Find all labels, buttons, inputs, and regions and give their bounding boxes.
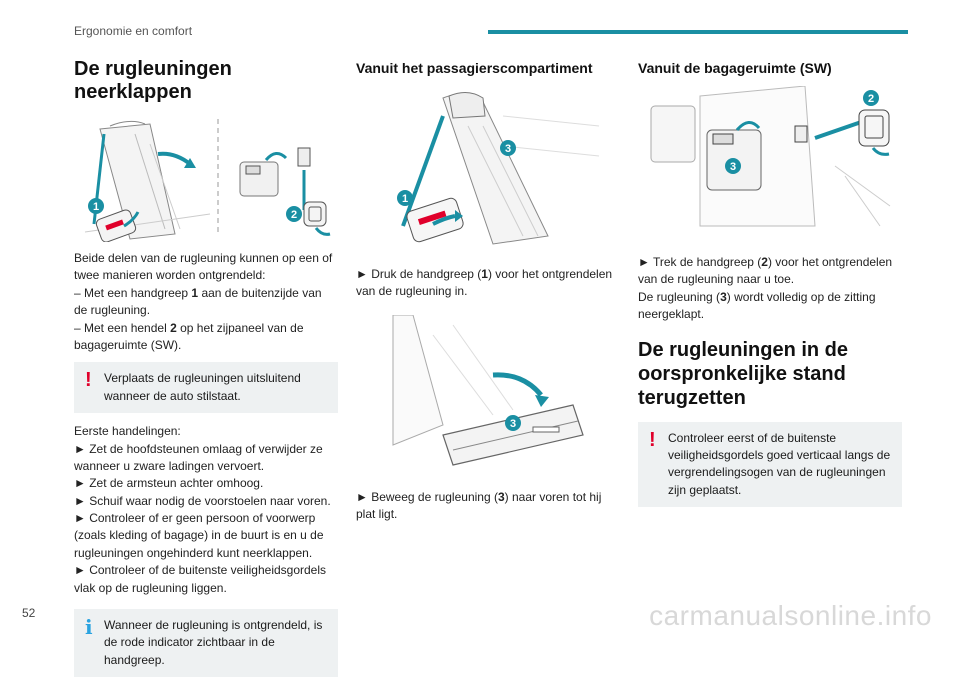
- info-icon: i: [85, 615, 93, 640]
- svg-text:3: 3: [505, 143, 511, 155]
- step-result: De rugleuning (3) wordt volledig op de z…: [638, 289, 876, 322]
- section-title-restore: De rugleuningen in de oorspronkelijke st…: [638, 338, 849, 409]
- section-title: Vanuit het passagierscompartiment: [356, 60, 593, 76]
- step-item: ► Zet de armsteun achter omhoog.: [74, 476, 264, 491]
- lever-detail-inset: [303, 201, 331, 236]
- step-item: ► Zet de hoofdsteunen omlaag of verwijde…: [74, 441, 323, 473]
- step-item: ► Controleer of er geen persoon of voorw…: [74, 511, 324, 560]
- svg-text:1: 1: [93, 201, 99, 213]
- illustration-boot-lever: 2 3: [650, 86, 891, 227]
- column-from-boot: Vanuit de bagageruimte (SW) 2 3 ► Trek d…: [638, 58, 902, 517]
- intro-paragraph: Beide delen van de rugleuning kunnen op …: [74, 251, 333, 352]
- callout-badge-2: 2: [863, 90, 879, 106]
- illustration-fold-seat: 3: [392, 314, 584, 466]
- svg-text:2: 2: [291, 209, 297, 221]
- callout-badge-3: 3: [725, 158, 741, 174]
- callout-badge-2: 2: [286, 206, 302, 222]
- warning-note: ! Controleer eerst of de buitenste veili…: [638, 421, 902, 508]
- step-press-handle: ► Druk de handgreep (1) voor het ontgren…: [356, 267, 613, 299]
- callout-badge-3: 3: [505, 414, 521, 431]
- warning-icon: !: [649, 428, 656, 451]
- illustration-press-handle: 3 1: [397, 92, 600, 245]
- callout-badge-1: 1: [88, 198, 104, 214]
- svg-text:2: 2: [868, 93, 874, 105]
- step-fold-seat: ► Beweeg de rugleuning (3) naar voren to…: [356, 489, 602, 522]
- lever-detail-inset: [858, 109, 890, 156]
- svg-text:3: 3: [510, 418, 516, 430]
- handle-detail-inset: [406, 197, 464, 243]
- header-accent-bar: [488, 30, 908, 34]
- callout-badge-1: 1: [397, 190, 413, 206]
- handle-detail-inset: [95, 209, 140, 242]
- illustration-seat-overview: 1 2: [80, 114, 332, 242]
- header-title: Ergonomie en comfort: [74, 24, 193, 38]
- steps-title: Eerste handelingen:: [74, 424, 181, 439]
- step-pull-lever: ► Trek de handgreep (2) voor het ontgren…: [638, 255, 893, 287]
- column-from-cabin: Vanuit het passagierscompartiment 3 1 ► …: [356, 58, 620, 524]
- page-number: 52: [22, 606, 36, 620]
- svg-text:3: 3: [730, 161, 736, 173]
- section-title: Vanuit de bagageruimte (SW): [638, 60, 832, 76]
- warning-icon: !: [85, 369, 92, 392]
- info-note: i Wanneer de rugleuning is ontgrendeld, …: [74, 609, 338, 678]
- step-item: ► Controleer of de buitenste veiligheids…: [74, 563, 327, 595]
- step-item: ► Schuif waar nodig de voorstoelen naar …: [74, 493, 331, 508]
- warning-note: ! Verplaats de rugleuningen uitsluitend …: [74, 362, 338, 414]
- callout-badge-3: 3: [500, 140, 516, 156]
- column-fold-down: De rugleuningen neerklappen 1 2: [74, 58, 338, 687]
- svg-text:1: 1: [402, 193, 408, 205]
- watermark: carmanualsonline.info: [649, 600, 932, 631]
- section-title: De rugleuningen neerklappen: [74, 58, 232, 103]
